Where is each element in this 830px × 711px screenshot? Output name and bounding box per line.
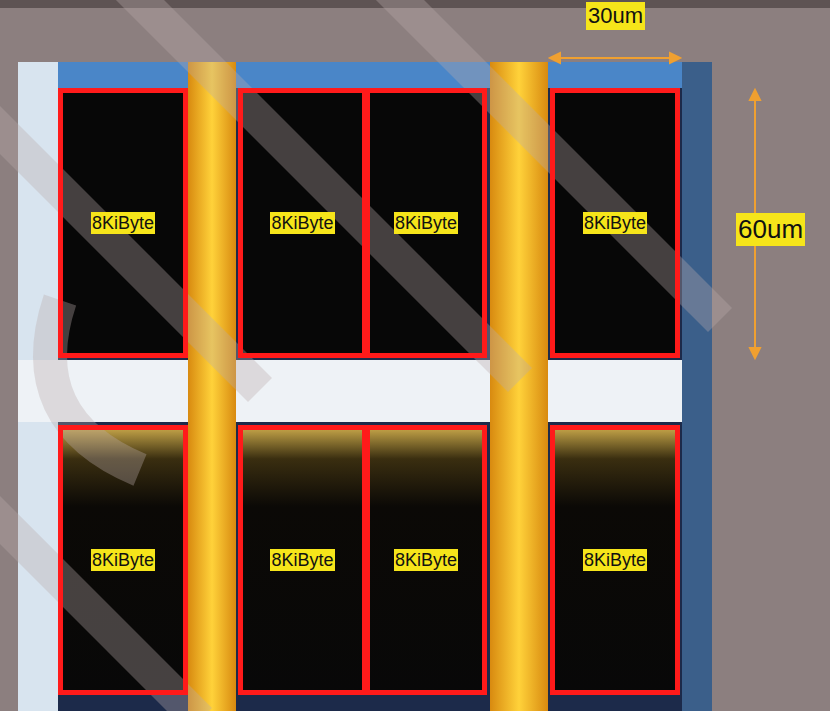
memory-block: 8KiByte — [365, 88, 487, 358]
memory-block: 8KiByte — [550, 425, 680, 695]
memory-block: 8KiByte — [58, 425, 188, 695]
memory-block: 8KiByte — [238, 425, 367, 695]
watermark — [0, 0, 720, 711]
memory-block: 8KiByte — [238, 88, 367, 358]
dimension-label: 30um — [586, 2, 645, 30]
block-size: 8KiByte — [270, 549, 334, 571]
dimension-arrow — [550, 53, 760, 358]
block-size: 8KiByte — [394, 549, 458, 571]
dimension-label: 60um — [736, 213, 805, 246]
block-size: 8KiByte — [583, 212, 647, 234]
block-size: 8KiByte — [583, 549, 647, 571]
block-size: 8KiByte — [91, 549, 155, 571]
block-size: 8KiByte — [91, 212, 155, 234]
block-size: 8KiByte — [270, 212, 334, 234]
memory-block: 8KiByte — [550, 88, 680, 358]
memory-block: 8KiByte — [58, 88, 188, 358]
memory-block: 8KiByte — [365, 425, 487, 695]
block-size: 8KiByte — [394, 212, 458, 234]
